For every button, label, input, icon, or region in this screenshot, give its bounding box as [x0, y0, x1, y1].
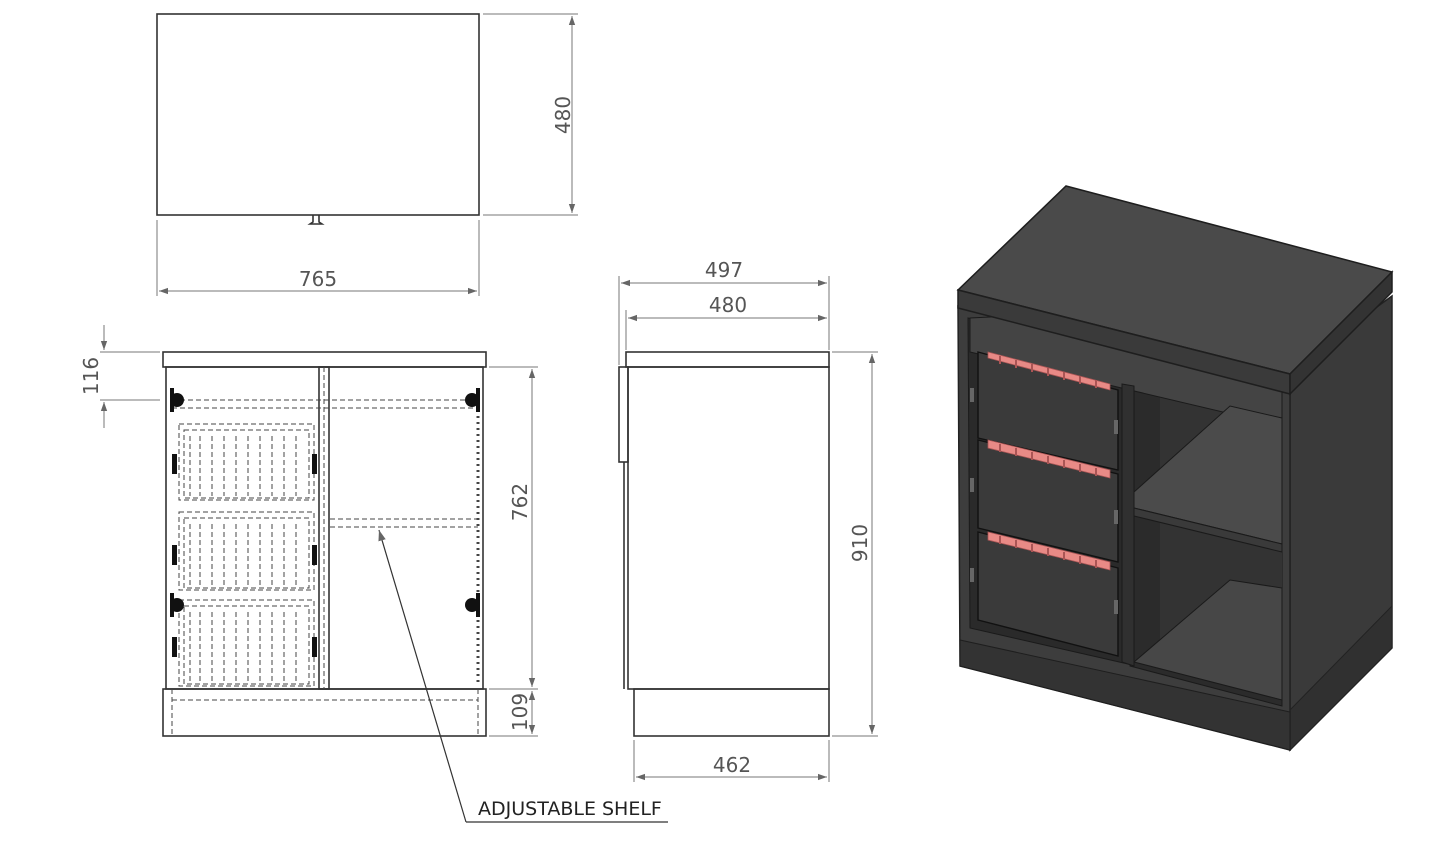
- iso-drawer-3: [977, 531, 1119, 657]
- dim-side-carcass-depth: 480: [709, 293, 747, 317]
- front-plinth: [162, 688, 487, 737]
- dim-side-total-height: 910: [848, 524, 872, 562]
- isometric-view: [956, 185, 1394, 752]
- dim-top-width: 765: [299, 267, 337, 291]
- iso-countertop-side: [1289, 270, 1393, 396]
- side-view: 497 480 910 462: [618, 258, 878, 782]
- front-drawer-3: [178, 599, 315, 687]
- adjustable-shelf-label: ADJUSTABLE SHELF: [478, 798, 662, 820]
- dim-front-plinth: 109: [508, 693, 532, 731]
- dim-top-depth: 480: [551, 96, 575, 134]
- top-view-handle: [307, 215, 325, 225]
- iso-drawer-1: [977, 351, 1119, 471]
- side-top-slab: [625, 351, 830, 368]
- dim-front-body: 762: [508, 483, 532, 521]
- front-drawer-1: [178, 423, 315, 501]
- side-door: [618, 366, 629, 463]
- dim-side-total-depth: 497: [705, 258, 743, 282]
- shelf-leader-line: [378, 529, 467, 823]
- dim-side-plinth-depth: 462: [713, 753, 751, 777]
- hinge-icon: [170, 388, 480, 617]
- front-view: 116 762 109 ADJUSTABLE SHELF: [79, 325, 668, 823]
- top-view: 480 765: [156, 13, 578, 296]
- top-view-outline: [156, 13, 480, 216]
- front-top-slab: [162, 351, 487, 368]
- dim-front-top: 116: [79, 357, 103, 395]
- iso-hinge-icon: [970, 388, 1118, 614]
- front-drawer-2: [178, 511, 315, 591]
- side-carcass: [627, 366, 830, 690]
- iso-drawer-2: [977, 439, 1119, 563]
- drawer-runner-icon: [172, 454, 317, 657]
- side-plinth: [633, 688, 830, 737]
